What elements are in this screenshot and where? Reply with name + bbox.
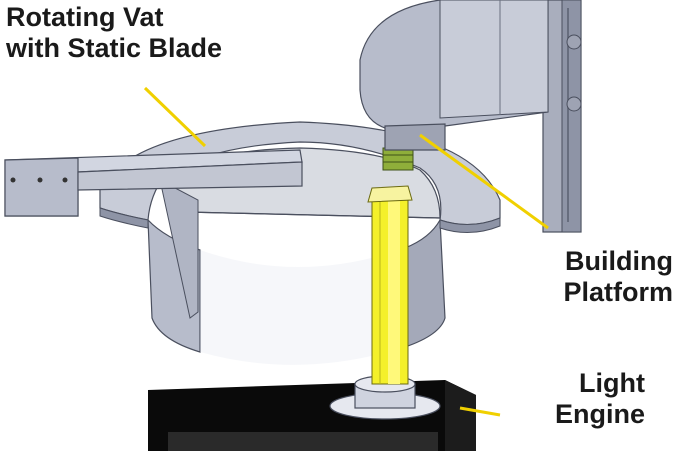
leader-lines xyxy=(143,86,549,417)
vat-cylinder xyxy=(147,217,446,365)
leader-platform xyxy=(419,133,549,230)
label-vat-line1: Rotating Vat xyxy=(6,2,164,32)
label-platform-line1: Building xyxy=(565,246,673,276)
label-engine-line1: Light xyxy=(579,368,645,398)
light-column xyxy=(367,185,413,385)
leader-engine xyxy=(459,406,501,417)
printed-part xyxy=(382,147,414,171)
label-rotating-vat: Rotating Vat with Static Blade xyxy=(6,2,222,64)
label-building-platform: Building Platform xyxy=(563,246,673,308)
label-light-engine: Light Engine xyxy=(555,368,645,430)
label-platform-line2: Platform xyxy=(563,277,673,307)
building-platform xyxy=(359,0,582,151)
label-engine-line2: Engine xyxy=(554,399,645,429)
static-blade xyxy=(4,149,303,217)
light-engine-box xyxy=(148,375,476,451)
leader-vat xyxy=(143,86,207,148)
label-vat-line2: with Static Blade xyxy=(6,33,223,63)
